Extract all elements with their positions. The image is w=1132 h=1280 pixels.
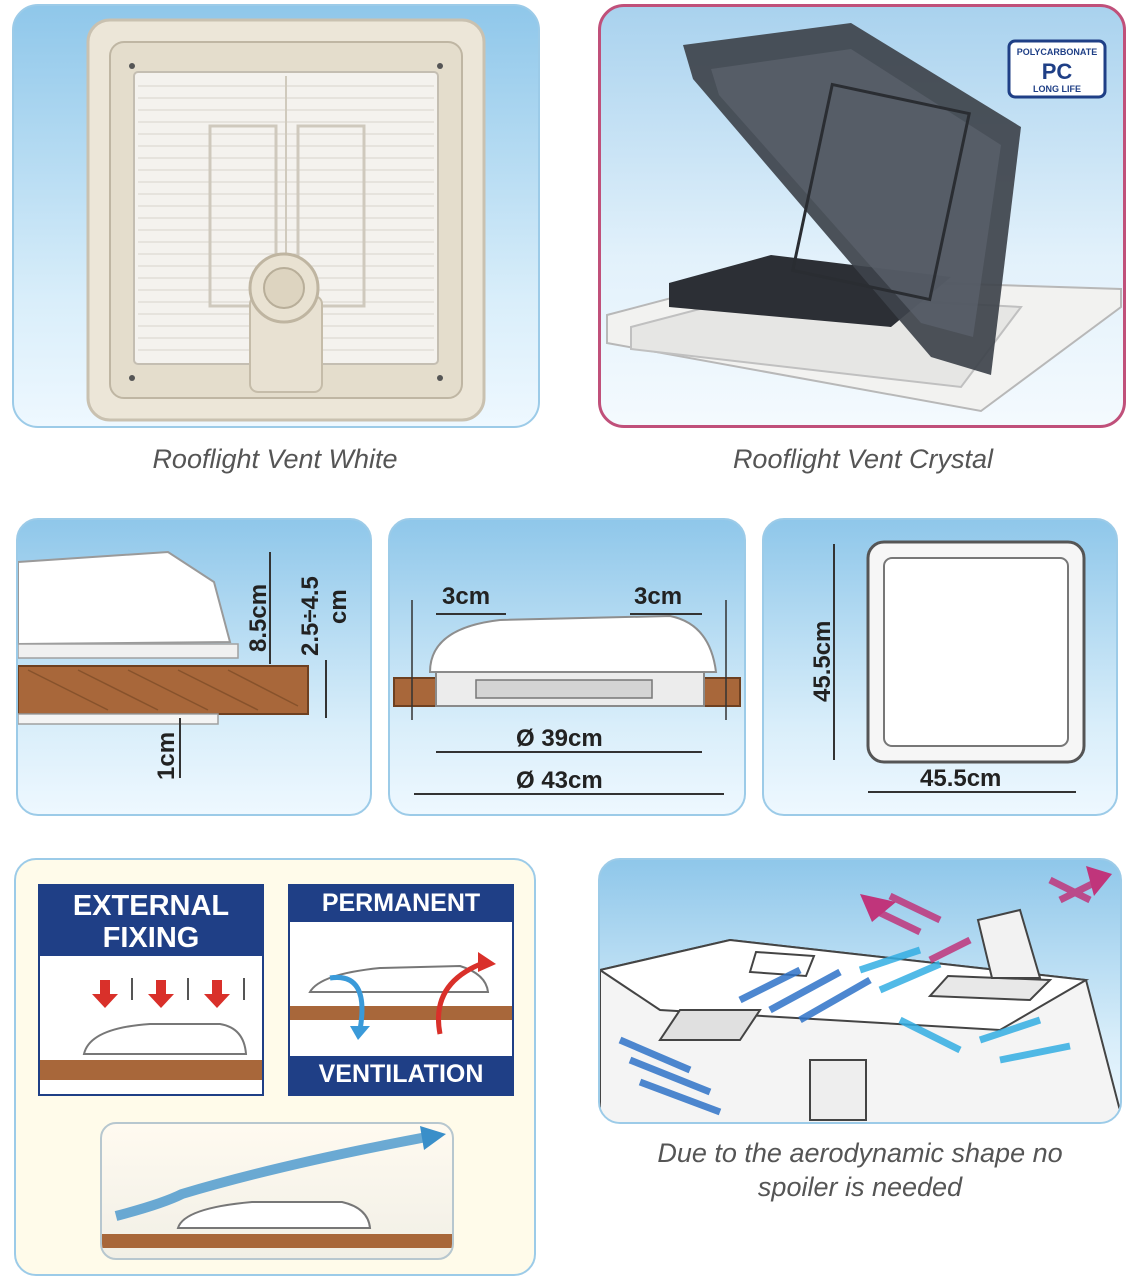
dim-outer-diameter: Ø 43cm xyxy=(516,767,603,794)
ventilation-top-header xyxy=(290,886,512,922)
dimension-section-panel: 3cm 3cm Ø 39cm Ø 43cm xyxy=(388,518,746,816)
dimension-side-panel: 8.5cm 2.5÷4.5 cm 1cm xyxy=(16,518,372,816)
external-fixing-line1: EXTERNAL xyxy=(72,890,230,922)
dim-height-front: 45.5cm xyxy=(809,621,836,702)
dim-overlap-right: 3cm xyxy=(634,583,682,610)
dim-width-front: 45.5cm xyxy=(920,765,1001,792)
ventilation-bottom-header xyxy=(290,1056,512,1094)
badge-polycarbonate: POLYCARBONATE xyxy=(1017,47,1098,57)
rooflight-crystal-image: POLYCARBONATE PC LONG LIFE xyxy=(606,23,1122,413)
product-white-panel xyxy=(12,4,540,428)
aerodynamic-illustration xyxy=(600,866,1120,1122)
airflow-card xyxy=(100,1122,454,1260)
product-crystal-panel: POLYCARBONATE PC LONG LIFE xyxy=(598,4,1126,428)
aerodynamic-panel xyxy=(598,858,1122,1124)
airflow-illustration xyxy=(102,1126,452,1248)
dimension-front-panel: 45.5cm 45.5cm xyxy=(762,518,1118,816)
badge-long-life: LONG LIFE xyxy=(1033,84,1081,94)
product-white-caption: Rooflight Vent White xyxy=(152,444,398,474)
dim-overlap-left: 3cm xyxy=(442,583,490,610)
badge-pc: PC xyxy=(1042,59,1073,84)
permanent-ventilation-card: PERMANENT VENTILATION xyxy=(288,884,514,1096)
external-fixing-line2: FIXING xyxy=(102,922,200,954)
external-fixing-illustration xyxy=(40,978,262,1080)
dim-roof-thickness-unit: cm xyxy=(325,589,352,624)
dim-side-height: 8.5cm xyxy=(245,584,272,652)
external-fixing-card: EXTERNAL FIXING xyxy=(38,884,264,1096)
rooflight-white-image xyxy=(86,18,486,422)
aerodynamic-caption-line1: Due to the aerodynamic shape no xyxy=(657,1138,1063,1168)
dim-cutout-diameter: Ø 39cm xyxy=(516,725,603,752)
dim-roof-thickness: 2.5÷4.5 xyxy=(297,576,324,656)
ventilation-illustration xyxy=(290,952,512,1040)
features-panel: EXTERNAL FIXING PERMANENT VENTILATION xyxy=(14,858,536,1276)
dim-inner-flange: 1cm xyxy=(153,732,180,780)
product-crystal-caption: Rooflight Vent Crystal xyxy=(732,444,994,474)
ventilation-bottom-label: VENTILATION xyxy=(318,1060,484,1088)
aerodynamic-caption-line2: spoiler is needed xyxy=(757,1172,963,1202)
ventilation-top-label: PERMANENT xyxy=(321,889,481,917)
external-fixing-header xyxy=(40,886,262,956)
